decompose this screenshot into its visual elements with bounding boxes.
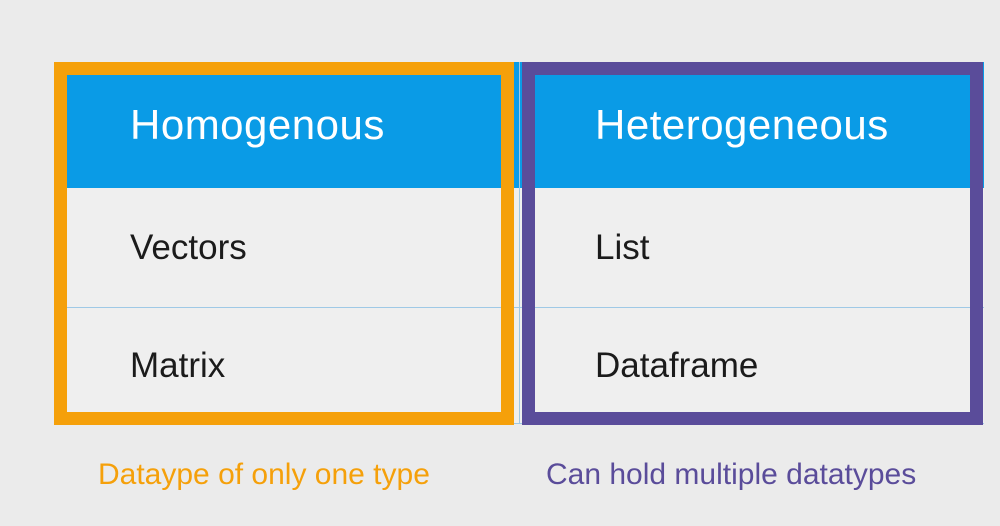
cell-dataframe-label: Dataframe [595,346,759,385]
column-separator [519,62,520,424]
comparison-table: Homogenous Vectors Matrix Heterogeneous … [55,62,984,424]
cell-list: List [520,188,984,307]
header-heterogeneous: Heterogeneous [520,62,984,188]
heterogeneous-caption: Can hold multiple datatypes [546,458,917,491]
cell-vectors-label: Vectors [130,227,247,267]
header-homogenous: Homogenous [55,62,519,188]
cell-matrix-label: Matrix [130,346,226,385]
header-heterogeneous-label: Heterogeneous [595,101,889,148]
cell-matrix: Matrix [55,308,519,424]
homogenous-caption: Dataype of only one type [98,458,430,491]
cell-dataframe: Dataframe [520,308,984,424]
header-homogenous-label: Homogenous [130,101,385,148]
cell-vectors: Vectors [55,188,519,307]
cell-list-label: List [595,227,650,267]
